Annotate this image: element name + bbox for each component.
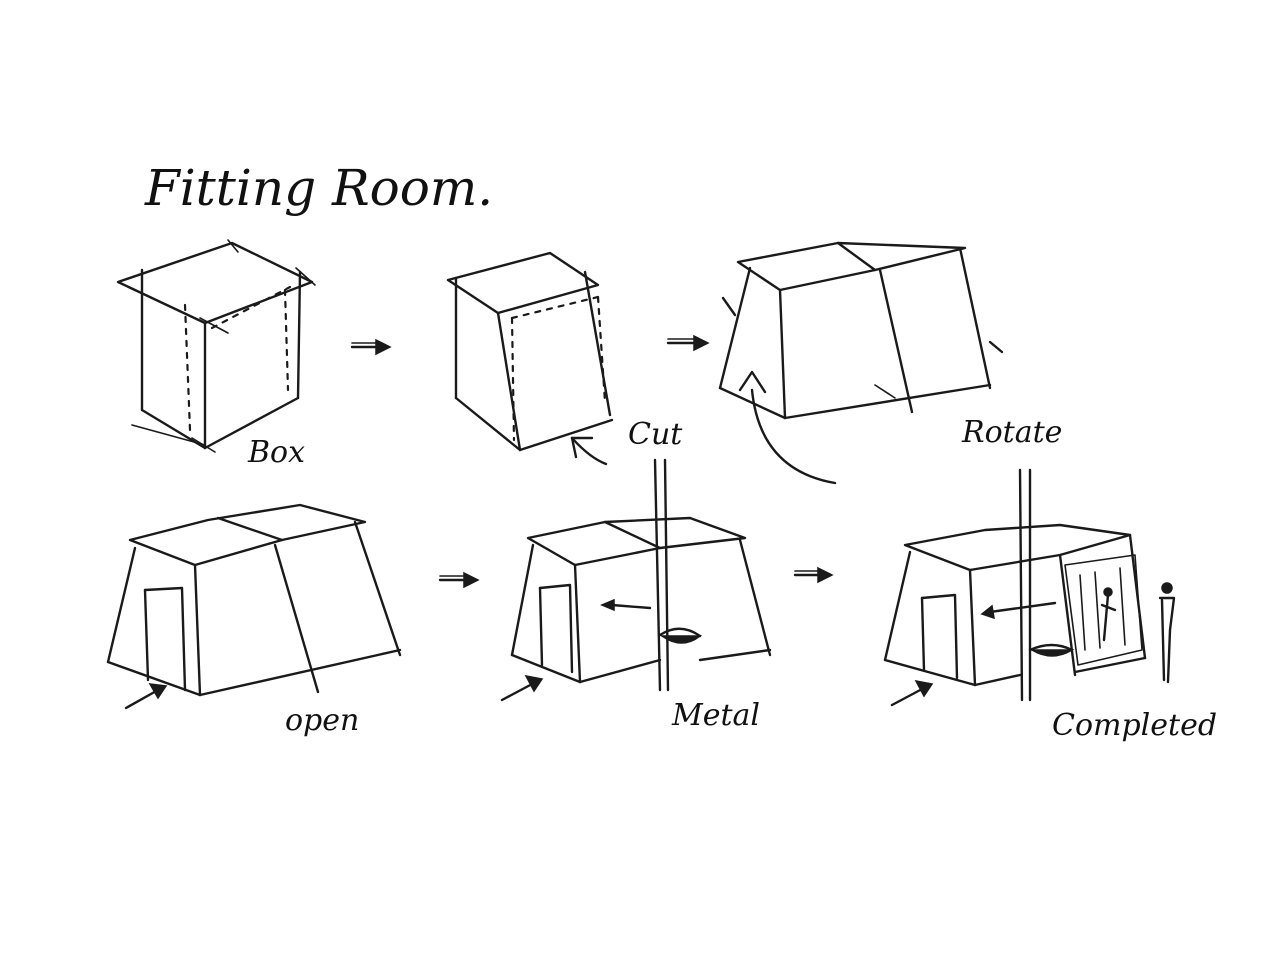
arrow-metal-to-completed (793, 566, 834, 584)
step-rotate-drawing (718, 241, 1004, 485)
arrow-box-to-cut (350, 338, 392, 356)
arrow-cut-to-rotate (666, 334, 710, 352)
step-open-drawing (106, 503, 402, 710)
arrow-open-to-metal (438, 571, 480, 589)
step-label-completed: Completed (1052, 708, 1217, 743)
step-label-rotate: Rotate (961, 415, 1062, 450)
step-cut-drawing (446, 251, 614, 466)
step-box-drawing (116, 239, 316, 453)
step-label-cut: Cut (628, 417, 683, 452)
step-label-box: Box (247, 435, 305, 470)
step-label-metal: Metal (671, 698, 760, 733)
step-completed-drawing (883, 468, 1176, 707)
diagram-title: Fitting Room. (144, 159, 493, 217)
step-metal-drawing (500, 458, 772, 702)
step-label-open: open (285, 703, 359, 738)
